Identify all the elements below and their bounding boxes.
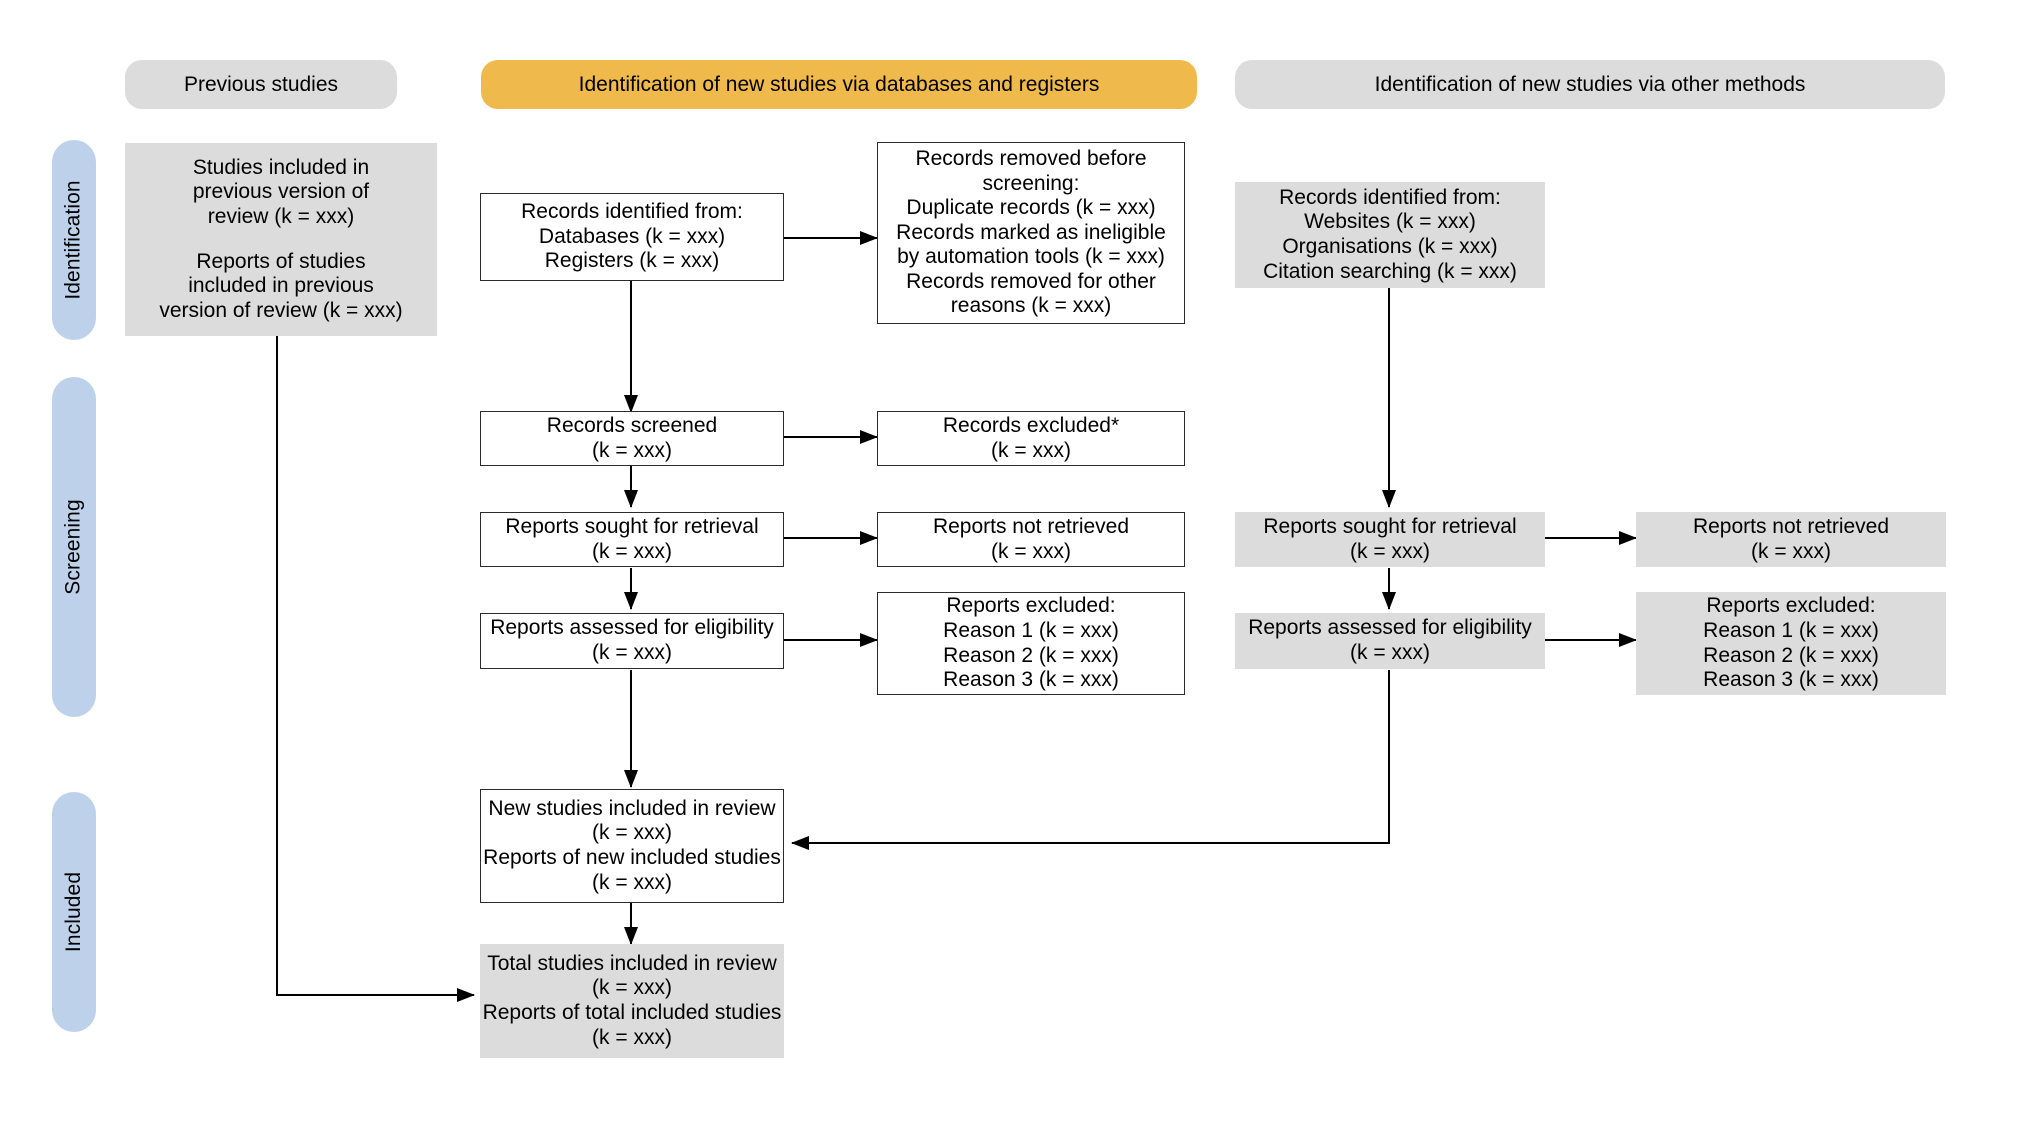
box-records-identified-databases-line-1: Records identified from: bbox=[521, 200, 743, 224]
box-records-excluded: Records excluded* (k = xxx) bbox=[877, 411, 1185, 466]
box-previous-studies-line-1: Studies included in bbox=[192, 155, 370, 179]
box-reports-sought-databases-line-2: (k = xxx) bbox=[592, 539, 672, 563]
box-previous-studies-line-2: previous version of bbox=[192, 180, 370, 204]
box-reports-excluded-other-line-3: Reason 2 (k = xxx) bbox=[1703, 643, 1879, 667]
box-reports-sought-other-line-1: Reports sought for retrieval bbox=[1263, 514, 1517, 538]
box-records-removed-line-2: screening: bbox=[982, 171, 1080, 195]
box-reports-not-retrieved-databases-line-1: Reports not retrieved bbox=[932, 514, 1130, 538]
box-records-removed-line-4: Records marked as ineligible bbox=[896, 220, 1166, 244]
box-reports-excluded-other: Reports excluded: Reason 1 (k = xxx) Rea… bbox=[1636, 592, 1946, 695]
box-previous-studies-line-3: review (k = xxx) bbox=[207, 204, 355, 228]
box-reports-not-retrieved-other: Reports not retrieved (k = xxx) bbox=[1636, 512, 1946, 567]
box-new-studies-included: New studies included in review (k = xxx)… bbox=[480, 789, 784, 903]
box-reports-excluded-other-line-4: Reason 3 (k = xxx) bbox=[1703, 668, 1879, 692]
box-reports-assessed-other-line-1: Reports assessed for eligibility bbox=[1248, 616, 1532, 640]
box-records-removed-line-3: Duplicate records (k = xxx) bbox=[906, 196, 1156, 220]
box-reports-excluded-other-line-2: Reason 1 (k = xxx) bbox=[1703, 618, 1879, 642]
box-total-studies-included-line-4: (k = xxx) bbox=[592, 1025, 672, 1049]
box-records-identified-databases-line-3: Registers (k = xxx) bbox=[544, 249, 720, 273]
column-header-other-methods-label: Identification of new studies via other … bbox=[1374, 72, 1806, 96]
column-header-previous-studies-label: Previous studies bbox=[183, 72, 339, 96]
box-records-removed-line-5: by automation tools (k = xxx) bbox=[897, 245, 1165, 269]
box-records-screened-line-1: Records screened bbox=[546, 413, 718, 437]
box-reports-excluded-databases-line-3: Reason 2 (k = xxx) bbox=[943, 643, 1119, 667]
stage-pill-included: Included bbox=[52, 792, 96, 1032]
box-records-excluded-line-2: (k = xxx) bbox=[991, 438, 1071, 462]
box-records-identified-other-line-1: Records identified from: bbox=[1279, 185, 1501, 209]
box-reports-not-retrieved-databases-line-2: (k = xxx) bbox=[991, 539, 1071, 563]
box-reports-excluded-other-line-1: Reports excluded: bbox=[1706, 594, 1876, 618]
box-reports-assessed-databases-line-1: Reports assessed for eligibility bbox=[490, 616, 774, 640]
box-records-removed-line-6: Records removed for other bbox=[906, 269, 1156, 293]
box-previous-studies-line-6: included in previous bbox=[188, 274, 374, 298]
box-reports-assessed-databases: Reports assessed for eligibility (k = xx… bbox=[480, 613, 784, 669]
stage-label-screening: Screening bbox=[62, 499, 85, 595]
box-reports-sought-databases: Reports sought for retrieval (k = xxx) bbox=[480, 512, 784, 567]
box-records-identified-other: Records identified from: Websites (k = x… bbox=[1235, 182, 1545, 288]
box-reports-sought-other: Reports sought for retrieval (k = xxx) bbox=[1235, 512, 1545, 567]
column-header-previous-studies: Previous studies bbox=[125, 60, 397, 109]
stage-label-included: Included bbox=[62, 871, 86, 953]
box-previous-studies-line-7: version of review (k = xxx) bbox=[159, 298, 403, 322]
box-records-removed-before-screening: Records removed before screening: Duplic… bbox=[877, 142, 1185, 324]
box-new-studies-included-line-4: (k = xxx) bbox=[592, 870, 672, 894]
box-previous-studies: Studies included in previous version of … bbox=[125, 143, 437, 336]
box-reports-not-retrieved-other-line-2: (k = xxx) bbox=[1751, 539, 1831, 563]
stage-pill-identification: Identification bbox=[52, 140, 96, 340]
stage-pill-screening: Screening bbox=[52, 377, 96, 717]
box-records-removed-line-1: Records removed before bbox=[915, 147, 1147, 171]
box-records-identified-other-line-3: Organisations (k = xxx) bbox=[1282, 235, 1498, 258]
box-new-studies-included-line-2: (k = xxx) bbox=[592, 821, 672, 845]
box-total-studies-included-line-2: (k = xxx) bbox=[592, 976, 672, 1000]
column-header-databases-registers-label: Identification of new studies via databa… bbox=[578, 72, 1100, 96]
box-reports-excluded-databases: Reports excluded: Reason 1 (k = xxx) Rea… bbox=[877, 592, 1185, 695]
box-records-identified-databases-line-2: Databases (k = xxx) bbox=[538, 224, 726, 248]
box-reports-not-retrieved-databases: Reports not retrieved (k = xxx) bbox=[877, 512, 1185, 567]
box-new-studies-included-line-3: Reports of new included studies bbox=[483, 846, 781, 869]
box-reports-assessed-databases-line-2: (k = xxx) bbox=[592, 641, 672, 664]
box-new-studies-included-line-1: New studies included in review bbox=[488, 796, 776, 820]
column-header-databases-registers: Identification of new studies via databa… bbox=[481, 60, 1197, 109]
box-reports-assessed-other: Reports assessed for eligibility (k = xx… bbox=[1235, 613, 1545, 669]
arrow-other-assessed-to-new-studies bbox=[791, 670, 1390, 850]
box-records-identified-other-line-4: Citation searching (k = xxx) bbox=[1263, 259, 1517, 283]
box-reports-assessed-other-line-2: (k = xxx) bbox=[1350, 641, 1430, 664]
box-records-screened-line-2: (k = xxx) bbox=[592, 438, 672, 462]
box-reports-sought-other-line-2: (k = xxx) bbox=[1350, 539, 1430, 563]
column-header-other-methods: Identification of new studies via other … bbox=[1235, 60, 1945, 109]
box-reports-excluded-databases-line-1: Reports excluded: bbox=[946, 594, 1116, 618]
box-total-studies-included: Total studies included in review (k = xx… bbox=[480, 944, 784, 1058]
box-records-excluded-line-1: Records excluded* bbox=[942, 413, 1120, 437]
box-total-studies-included-line-3: Reports of total included studies bbox=[482, 1001, 782, 1024]
box-reports-excluded-databases-line-2: Reason 1 (k = xxx) bbox=[943, 618, 1119, 642]
box-total-studies-included-line-1: Total studies included in review bbox=[487, 951, 777, 975]
box-reports-excluded-databases-line-4: Reason 3 (k = xxx) bbox=[943, 668, 1119, 692]
box-records-screened: Records screened (k = xxx) bbox=[480, 411, 784, 466]
arrow-previous-to-total bbox=[276, 336, 475, 1002]
box-records-identified-databases: Records identified from: Databases (k = … bbox=[480, 193, 784, 281]
stage-label-identification: Identification bbox=[62, 180, 85, 300]
box-records-identified-other-line-2: Websites (k = xxx) bbox=[1304, 210, 1476, 234]
box-records-removed-line-7: reasons (k = xxx) bbox=[950, 294, 1112, 318]
box-previous-studies-line-5: Reports of studies bbox=[196, 249, 366, 273]
box-reports-not-retrieved-other-line-1: Reports not retrieved bbox=[1692, 514, 1890, 538]
box-reports-sought-databases-line-1: Reports sought for retrieval bbox=[505, 514, 759, 538]
